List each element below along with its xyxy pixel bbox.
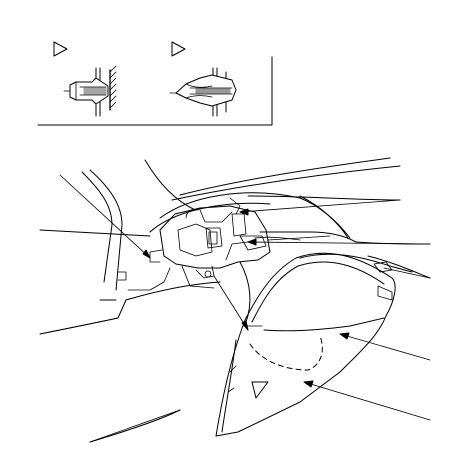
door-trim-panel [216,253,412,436]
callout-leader [248,242,430,244]
callout-leaders [40,175,430,442]
hidden-clip-outline [250,336,322,370]
door-inner-mechanism [118,198,330,290]
callout-leader [60,175,150,258]
triangle-outline-icon [54,42,67,56]
window-frame [160,193,350,238]
callout-leader [40,318,118,334]
callout-leader [384,268,430,278]
clip-released-detail [170,68,236,116]
pillar-frame [82,172,112,282]
triangle-outline-icon [252,382,268,398]
callout-leader [214,276,248,330]
clip-installed-detail [64,66,116,116]
inset-border [38,57,272,125]
door-assembly-view [40,158,430,442]
callout-leader [340,334,430,360]
roof-line [180,158,390,195]
callout-leader [304,382,430,420]
callout-leader [240,200,400,212]
triangle-outline-icon [172,42,185,56]
clip-detail-inset [38,42,272,125]
callout-leader [90,410,180,442]
